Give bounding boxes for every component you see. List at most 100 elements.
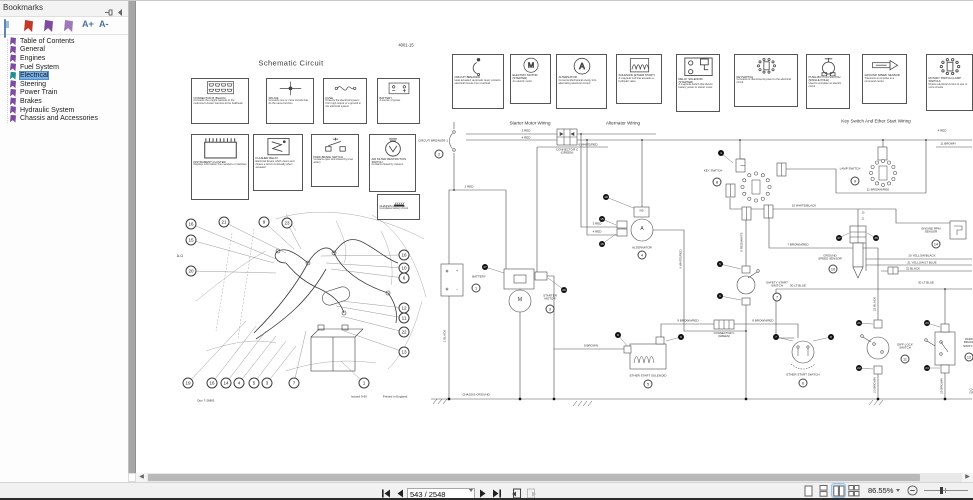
- document-area: Schematic Circuit CONNECTOR B (BLACK)Con…: [136, 1, 973, 473]
- panel-splitter[interactable]: [128, 1, 136, 473]
- bookmark-item[interactable]: Table of Contents: [0, 37, 128, 46]
- bookmark-item[interactable]: General: [0, 46, 128, 55]
- schematic-label: 7 BROWN/RED: [787, 243, 808, 246]
- legend-box: AALTERNATORConverts Mechanical energy in…: [556, 54, 607, 109]
- bookmark-item-label: Electrical: [20, 72, 48, 79]
- schematic-label: 22 BLACK: [906, 267, 920, 270]
- single-page-view-icon[interactable]: [802, 484, 815, 497]
- legend-description: Converts Mechanical energy into alternat…: [559, 80, 605, 86]
- schematic-label: Printed in England: [383, 395, 408, 398]
- legend-box: SPLICEConnects one or more circuits that…: [266, 78, 314, 124]
- bookmark-flag-icon: [10, 37, 16, 45]
- instrument-cluster-icon: [194, 136, 247, 161]
- zoom-slider[interactable]: [924, 484, 968, 497]
- connector-callout: 20: [561, 287, 567, 293]
- bookmark-red-icon[interactable]: [24, 20, 33, 32]
- harness-callout: 6: [399, 273, 410, 284]
- bookmark-item-label: Steering: [20, 81, 46, 88]
- bookmark-flag-icon: [10, 106, 16, 114]
- legend-description: A magnetic coil that actuates a hydrauli…: [619, 78, 660, 84]
- section-heading: Starter Motor Wiring: [509, 121, 550, 126]
- schematic-label: +: [456, 269, 458, 273]
- schematic-label: ALTERNATOR: [632, 246, 652, 249]
- harness-callout: 23: [282, 218, 293, 229]
- bookmark-item[interactable]: Chassis and Accessories: [0, 114, 128, 123]
- bookmark-item[interactable]: Hydraulic System: [0, 106, 128, 115]
- ground-speed-sensor-icon: [865, 56, 905, 74]
- bookmark-flag-icon: [10, 63, 16, 71]
- connector-callout: 6: [717, 293, 723, 299]
- air-filter-icon: [372, 136, 414, 158]
- keyswitch-icon: [737, 56, 796, 76]
- zoom-dropdown-icon[interactable]: [896, 489, 900, 492]
- bookmark-outline-icon[interactable]: [64, 20, 73, 32]
- connector-callout: 24: [924, 365, 930, 371]
- scroll-left-icon[interactable]: ◀: [136, 473, 147, 482]
- schematic-label: IND: [639, 211, 643, 214]
- bookmark-item-label: General: [20, 46, 45, 53]
- legend-description: Electrical device which opens and closes…: [256, 161, 301, 170]
- bookmark-flag-icon: [10, 115, 16, 123]
- bookmark-item[interactable]: Engines: [0, 54, 128, 63]
- legend-description: Contacts open and closed by lever action: [314, 159, 357, 165]
- pin-icon[interactable]: [104, 4, 114, 13]
- legend-box: AIR FILTER RESTRICTION SWITCHContacts cl…: [369, 134, 416, 192]
- harness-callout: 22: [399, 327, 410, 338]
- scroll-right-icon[interactable]: ▶: [962, 473, 973, 482]
- connector-callout: 8: [828, 334, 834, 340]
- bookmarks-panel-title: Bookmarks: [3, 3, 43, 12]
- push-button-icon: [809, 56, 848, 76]
- harness-callout: 21: [219, 217, 230, 228]
- bookmark-item[interactable]: Power Train: [0, 89, 128, 98]
- bookmark-purple-icon[interactable]: [44, 20, 53, 32]
- schematic-label: 1 BLACK: [443, 330, 446, 342]
- component-number: 9: [851, 177, 860, 186]
- legend-box: PUSH-BUTTON SWITCH (SINGLE POLE)Used to …: [806, 54, 850, 109]
- legend-description: A magnetic switch that diverts battery p…: [679, 84, 718, 90]
- schematic-label: STARTER MOTOR: [543, 295, 557, 302]
- font-decrease-icon[interactable]: A-: [99, 19, 109, 29]
- panel-options-icon[interactable]: [4, 19, 6, 38]
- bookmark-item[interactable]: Steering: [0, 80, 128, 89]
- connector-callout: 23: [924, 320, 930, 326]
- schematic-label: 2 RED: [465, 185, 474, 188]
- legend-box: FUSEProtects the electrical system from …: [323, 78, 367, 124]
- rotary-switch-icon: [929, 56, 971, 77]
- font-increase-icon[interactable]: A+: [82, 19, 94, 29]
- component-number: 4: [638, 251, 647, 260]
- collapse-panel-icon[interactable]: [116, 4, 126, 13]
- schematic-label: 6 WHITE/RED: [578, 143, 597, 146]
- horizontal-scroll-thumb[interactable]: [148, 474, 920, 481]
- zoom-out-icon[interactable]: [906, 484, 919, 497]
- legend-box: BATTERYA source of power: [377, 78, 420, 124]
- component-number: 11: [901, 355, 910, 364]
- connector-callout: 5: [717, 261, 723, 267]
- status-bar: 86.55%: [0, 482, 973, 499]
- harness-callout: 19: [183, 378, 194, 389]
- connector-callout: 37: [836, 235, 842, 241]
- schematic-label: LAMP SWITCH: [840, 167, 861, 170]
- legend-description: Transmits an impulse to a command center: [865, 78, 905, 84]
- legend-description: Connects or disconnects power to the ele…: [737, 79, 796, 85]
- schematic-label: PARK BRAKE SWITCH: [963, 338, 973, 348]
- schematic-label: 21 YELLOW/LT BLUE: [907, 261, 936, 264]
- facing-continuous-view-icon[interactable]: [847, 484, 860, 497]
- facing-view-icon[interactable]: [832, 484, 845, 497]
- bookmark-item[interactable]: Fuel System: [0, 63, 128, 72]
- bookmark-flag-icon: [10, 72, 16, 80]
- zoom-slider-thumb[interactable]: [940, 487, 943, 494]
- component-number: 2: [435, 150, 444, 159]
- schematic-label: 5 RED/WHITE: [740, 232, 743, 251]
- bookmark-item[interactable]: Brakes: [0, 97, 128, 106]
- connector-callout: 17: [482, 264, 488, 270]
- continuous-view-icon[interactable]: [817, 484, 830, 497]
- bookmark-item[interactable]: Electrical: [0, 71, 128, 80]
- connector-callout: 4: [718, 150, 724, 156]
- harness-callout: 7: [289, 378, 300, 389]
- harness-callout: 4: [234, 378, 245, 389]
- schematic-label: 9 BROWN/RED: [677, 319, 698, 322]
- bookmarks-toolbar: A+ A-: [0, 17, 128, 35]
- legend-box: CIRCUIT BREAKERHeat actuated, automatic …: [452, 54, 504, 109]
- zoom-level-value[interactable]: 86.55%: [868, 486, 893, 495]
